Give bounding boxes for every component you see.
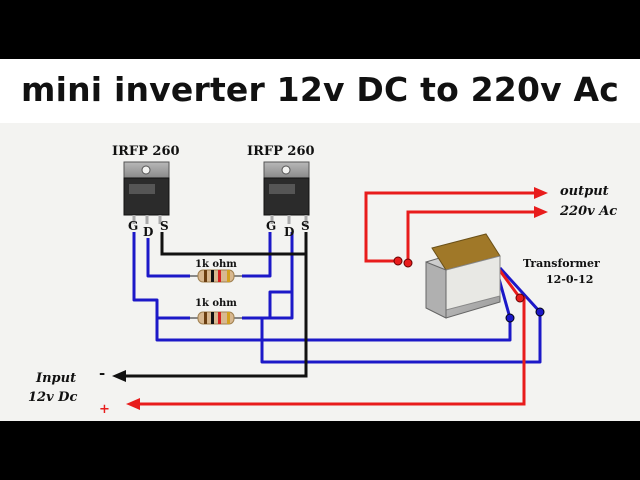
dot-primary-3 [535,307,545,317]
mosfet-2-pin-d: D [284,225,294,239]
mosfet-2-label: IRFP 260 [247,144,315,159]
input-voltage-label: 12v Dc [28,390,77,405]
mosfet-2-pin-s: S [301,219,310,233]
transformer-rating: 12-0-12 [546,273,593,286]
dot-center-tap [515,293,525,303]
mosfet-1-label: IRFP 260 [112,144,180,159]
xfmr-center-lead [496,267,522,299]
wire-center-tap-plus [138,296,526,406]
arrow-output-2 [534,206,548,218]
wire-output-2 [406,210,538,263]
output-voltage-label: 220v Ac [559,204,617,219]
resistor-1-label: 1k ohm [195,259,237,270]
resistor-2-label: 1k ohm [195,298,237,309]
page-title: mini inverter 12v DC to 220v Ac [20,70,620,109]
input-plus-symbol: + [99,402,110,417]
output-label: output [560,184,609,199]
wire-d1 [146,238,190,278]
input-minus-symbol: - [99,364,105,382]
transformer-label: Transformer [523,257,600,270]
wire-output-1 [364,191,538,263]
mosfet-1 [123,161,170,224]
mosfet-2 [263,161,310,224]
mosfet-2-pin-g: G [266,219,276,233]
dot-output-1 [393,256,403,266]
arrow-plus [126,398,140,410]
black-wires [112,232,308,382]
xfmr-primary-lead-3 [498,266,542,314]
title-bar [0,59,640,123]
wire-source-to-minus [124,254,308,378]
wire-d2-to-xfmr [260,292,542,364]
wire-r1-right [242,232,272,278]
wire-g1 [132,232,190,320]
mosfet-1-pin-d: D [143,225,153,239]
wire-s1-resistor-top [160,232,308,256]
arrow-output-1 [534,187,548,199]
resistor-1 [190,269,242,283]
dot-primary-1 [505,313,515,323]
junction-dots [393,256,545,323]
wire-d1-to-xfmr [155,318,512,342]
arrow-minus [112,370,126,382]
input-label: Input [35,371,76,386]
mosfet-1-pin-g: G [128,219,138,233]
transformer [425,233,501,319]
blue-wires [132,232,542,364]
mosfet-1-pin-s: S [160,219,169,233]
resistor-2 [190,311,242,325]
dot-output-2 [403,258,413,268]
